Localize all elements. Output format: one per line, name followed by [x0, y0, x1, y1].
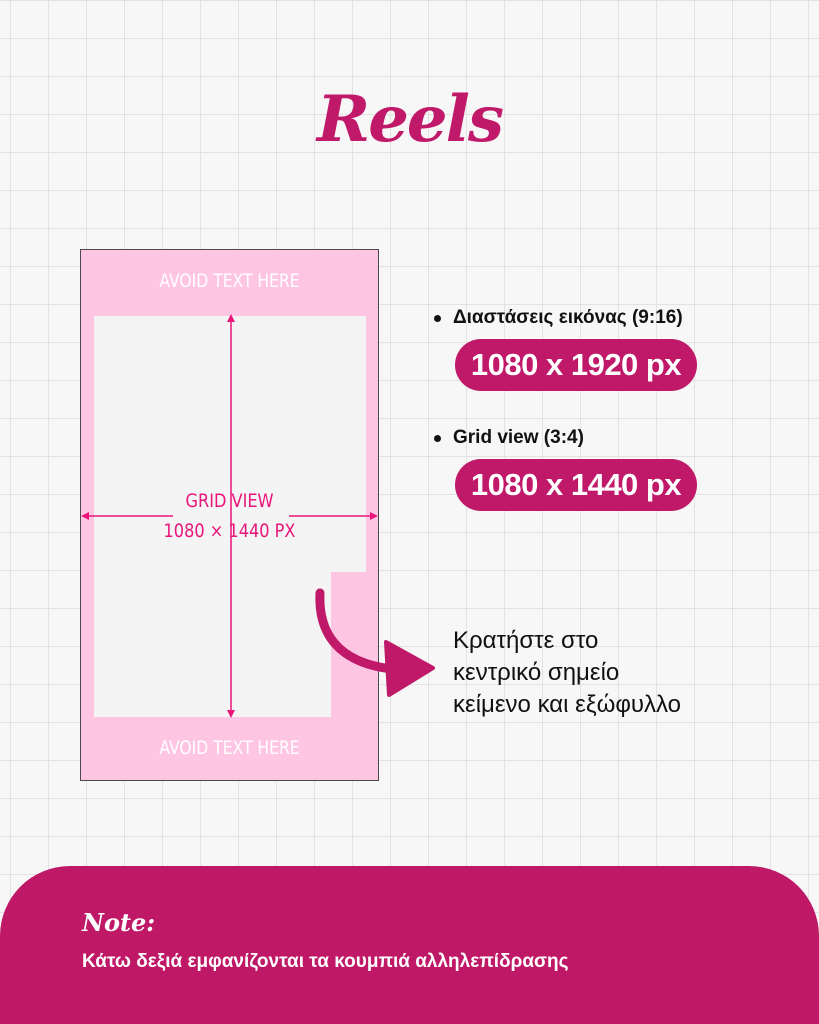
arrow-down-head [227, 710, 235, 718]
arrow-left-head [81, 512, 89, 520]
tip-line: κεντρικό σημείο [453, 659, 620, 686]
grid-view-label: GRID VIEW [185, 490, 274, 512]
avoid-text-top-label: AVOID TEXT HERE [159, 270, 300, 292]
grid-area-shape [94, 316, 366, 717]
center-content-tip: Κρατήστε στο κεντρικό σημείο κείμενο και… [453, 625, 681, 721]
spec-value-badge: 1080 x 1440 px [455, 459, 697, 511]
tip-line: κείμενο και εξώφυλλο [453, 691, 682, 718]
reels-frame-mockup: AVOID TEXT HERE GRID VIEW 1080 × 1440 PX… [80, 249, 379, 781]
bullet-icon [434, 314, 441, 322]
spec-label: Grid view (3:4) [453, 427, 584, 448]
tip-line: Κρατήστε στο [453, 627, 599, 654]
grid-view-dimensions: 1080 × 1440 PX [163, 520, 296, 542]
arrow-up-head [227, 314, 235, 322]
page-title: Reels [317, 82, 504, 157]
spec-item-grid-view: Grid view (3:4) [434, 427, 584, 449]
spec-value-badge: 1080 x 1920 px [455, 339, 697, 391]
spec-label: Διαστάσεις εικόνας (9:16) [453, 307, 683, 328]
spec-item-image-size: Διαστάσεις εικόνας (9:16) [434, 307, 683, 329]
avoid-text-bottom-label: AVOID TEXT HERE [159, 737, 300, 759]
note-footer [0, 866, 819, 1024]
arrow-right-head [370, 512, 378, 520]
bullet-icon [434, 434, 441, 442]
note-text: Κάτω δεξιά εμφανίζονται τα κουμπιά αλληλ… [82, 951, 569, 972]
curved-arrow-icon [315, 588, 435, 697]
grid-view-area [81, 314, 378, 718]
note-title: Note: [82, 908, 156, 937]
